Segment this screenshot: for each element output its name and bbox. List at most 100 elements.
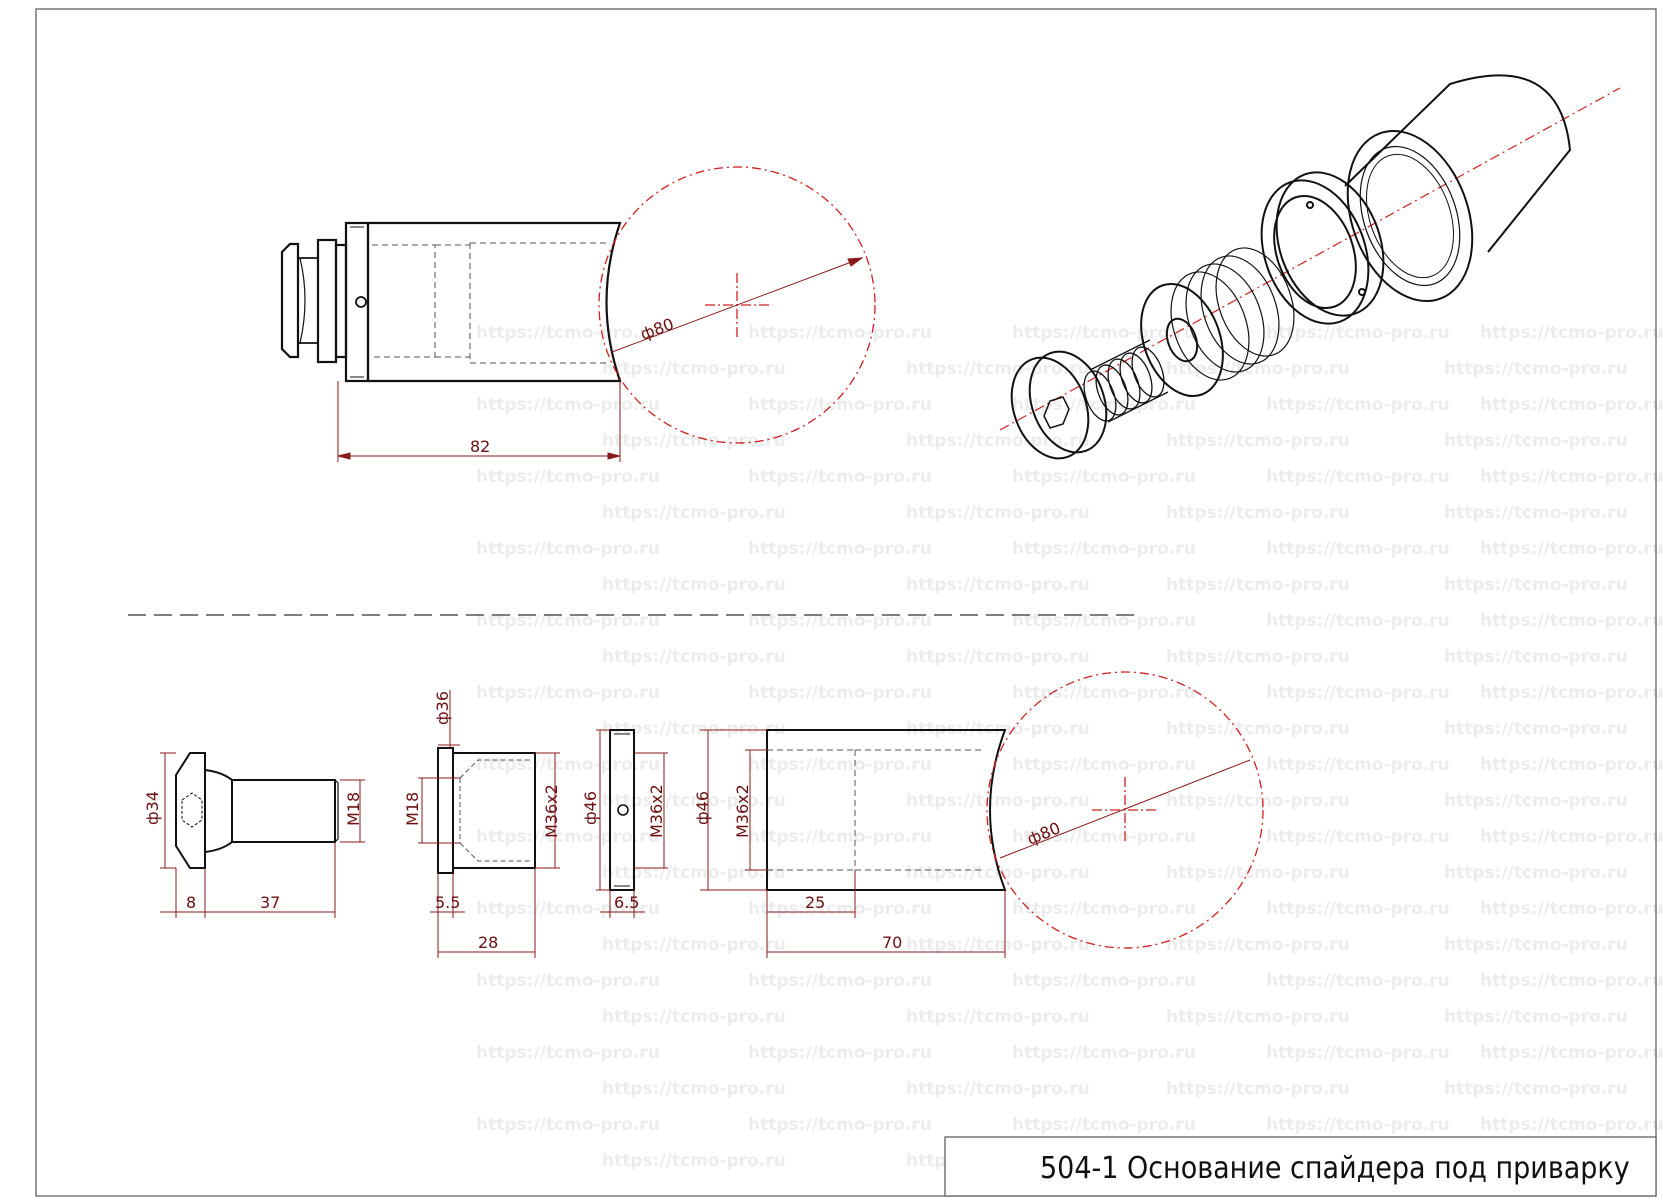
watermark-text: https://tcmo-pro.ru <box>1444 647 1628 667</box>
dim-sleeve-thread-depth: 25 <box>805 893 825 912</box>
dim-sleeve-thread: M36x2 <box>733 784 752 838</box>
watermark-text: https://tcmo-pro.ru <box>1166 791 1350 811</box>
watermark-text: https://tcmo-pro.ru <box>1266 539 1450 559</box>
iso-threaded-base <box>1140 247 1295 398</box>
watermark-text: https://tcmo-pro.ru <box>1166 1007 1350 1027</box>
watermark-text: https://tcmo-pro.ru <box>748 1115 932 1135</box>
watermark-text: https://tcmo-pro.ru <box>1480 1115 1663 1135</box>
watermark-text: https://tcmo-pro.ru <box>1444 1079 1628 1099</box>
watermark-text: https://tcmo-pro.ru <box>906 575 1090 595</box>
iso-lock-nut <box>1260 171 1385 325</box>
watermark-text: https://tcmo-pro.ru <box>602 503 786 523</box>
watermark-text: https://tcmo-pro.ru <box>906 647 1090 667</box>
watermark-text: https://tcmo-pro.ru <box>906 863 1090 883</box>
watermark-text: https://tcmo-pro.ru <box>1012 971 1196 991</box>
dim-bolt-thread: M18 <box>344 792 363 826</box>
watermark-text: https://tcmo-pro.ru <box>1166 359 1350 379</box>
dim-top-length <box>337 381 621 462</box>
dim-nut <box>596 729 668 918</box>
dim-nut-thickness: 6.5 <box>614 893 639 912</box>
watermark-text: https://tcmo-pro.ru <box>476 755 660 775</box>
watermark-text: https://tcmo-pro.ru <box>906 791 1090 811</box>
assembly-side-view <box>280 221 622 383</box>
watermark-text: https://tcmo-pro.ru <box>476 827 660 847</box>
dim-base <box>418 690 560 958</box>
watermark-text: https://tcmo-pro.ru <box>748 395 932 415</box>
watermark-text: https://tcmo-pro.ru <box>1480 683 1663 703</box>
watermark-text: https://tcmo-pro.ru <box>1012 899 1196 919</box>
watermark-text: https://tcmo-pro.ru <box>1444 575 1628 595</box>
nut-pin-hole <box>355 296 367 308</box>
title-block <box>944 1136 1657 1197</box>
watermark-text: https://tcmo-pro.ru <box>476 683 660 703</box>
watermark-text: https://tcmo-pro.ru <box>1480 971 1663 991</box>
watermark-text: https://tcmo-pro.ru <box>1480 611 1663 631</box>
watermark-text: https://tcmo-pro.ru <box>602 935 786 955</box>
watermark-text: https://tcmo-pro.ru <box>602 359 786 379</box>
watermark-text: https://tcmo-pro.ru <box>1012 827 1196 847</box>
dim-bolt-shank-length: 37 <box>260 893 280 912</box>
watermark-text: https://tcmo-pro.ru <box>1012 467 1196 487</box>
drawing-frame <box>35 8 1657 1197</box>
watermark-text: https://tcmo-pro.ru <box>476 1115 660 1135</box>
watermark-text: https://tcmo-pro.ru <box>602 1079 786 1099</box>
watermark-text: https://tcmo-pro.ru <box>748 827 932 847</box>
base-collar <box>316 238 338 364</box>
watermark-text: https://tcmo-pro.ru <box>1444 863 1628 883</box>
watermark-text: https://tcmo-pro.ru <box>476 1043 660 1063</box>
watermark-text: https://tcmo-pro.ru <box>1166 575 1350 595</box>
watermark-text: https://tcmo-pro.ru <box>1012 323 1196 343</box>
watermark-text: https://tcmo-pro.ru <box>1266 467 1450 487</box>
iso-bolt-thread <box>1083 339 1169 423</box>
pipe-outline-bottom <box>986 671 1264 949</box>
watermark-text: https://tcmo-pro.ru <box>748 971 932 991</box>
dim-sleeve-outer-diameter: ф46 <box>693 791 712 825</box>
dim-base-length: 28 <box>478 933 498 952</box>
watermark-text: https://tcmo-pro.ru <box>1266 827 1450 847</box>
watermark-text: https://tcmo-pro.ru <box>748 323 932 343</box>
watermark-text: https://tcmo-pro.ru <box>1480 467 1663 487</box>
watermark-text: https://tcmo-pro.ru <box>1012 1043 1196 1063</box>
dim-base-outer-thread: M36x2 <box>542 784 561 838</box>
watermark-text: https://tcmo-pro.ru <box>1012 611 1196 631</box>
bolt-detail-view <box>175 752 339 869</box>
dim-base-outer-diameter: ф36 <box>433 691 452 725</box>
watermark-text: https://tcmo-pro.ru <box>602 719 786 739</box>
iso-bolt-head <box>1010 356 1090 460</box>
watermark-text: https://tcmo-pro.ru <box>1266 1115 1450 1135</box>
watermark-text: https://tcmo-pro.ru <box>602 647 786 667</box>
watermark-layer: https://tcmo-pro.ru https://tcmo-pro.ru ht… <box>476 323 1663 1171</box>
watermark-text: https://tcmo-pro.ru <box>1166 719 1350 739</box>
watermark-text: https://tcmo-pro.ru <box>748 467 932 487</box>
watermark-text: https://tcmo-pro.ru <box>748 1043 932 1063</box>
watermark-text: https://tcmo-pro.ru <box>1444 935 1628 955</box>
dim-base-inner-thread: M18 <box>403 792 422 826</box>
sleeve-detail-view <box>766 729 1007 891</box>
watermark-text: https://tcmo-pro.ru <box>1012 683 1196 703</box>
dim-base-flange: 5.5 <box>435 893 460 912</box>
watermark-text: https://tcmo-pro.ru <box>602 1151 786 1171</box>
watermark-text: https://tcmo-pro.ru <box>1480 899 1663 919</box>
watermark-text: https://tcmo-pro.ru <box>1444 359 1628 379</box>
watermark-text: https://tcmo-pro.ru <box>476 539 660 559</box>
dim-top-length-label: 82 <box>470 437 490 456</box>
dim-nut-thread: M36x2 <box>647 784 666 838</box>
watermark-text: https://tcmo-pro.ru <box>1166 935 1350 955</box>
watermark-text: https://tcmo-pro.ru <box>476 899 660 919</box>
watermark-text: https://tcmo-pro.ru <box>602 431 786 451</box>
watermark-text: https://tcmo-pro.ru <box>1480 827 1663 847</box>
dim-bolt-head-length: 8 <box>186 893 196 912</box>
watermark-text: https://tcmo-pro.ru <box>1480 539 1663 559</box>
watermark-text: https://tcmo-pro.ru <box>1266 395 1450 415</box>
watermark-text: https://tcmo-pro.ru <box>906 431 1090 451</box>
watermark-text: https://tcmo-pro.ru <box>1166 503 1350 523</box>
watermark-text: https://tcmo-pro.ru <box>1266 323 1450 343</box>
watermark-text: https://tcmo-pro.ru <box>1480 395 1663 415</box>
watermark-text: https://tcmo-pro.ru <box>748 683 932 703</box>
watermark-text: https://tcmo-pro.ru <box>906 359 1090 379</box>
lock-nut <box>344 221 370 383</box>
watermark-text: https://tcmo-pro.ru <box>1444 1007 1628 1027</box>
watermark-text: https://tcmo-pro.ru <box>602 1007 786 1027</box>
watermark-text: https://tcmo-pro.ru <box>1266 611 1450 631</box>
